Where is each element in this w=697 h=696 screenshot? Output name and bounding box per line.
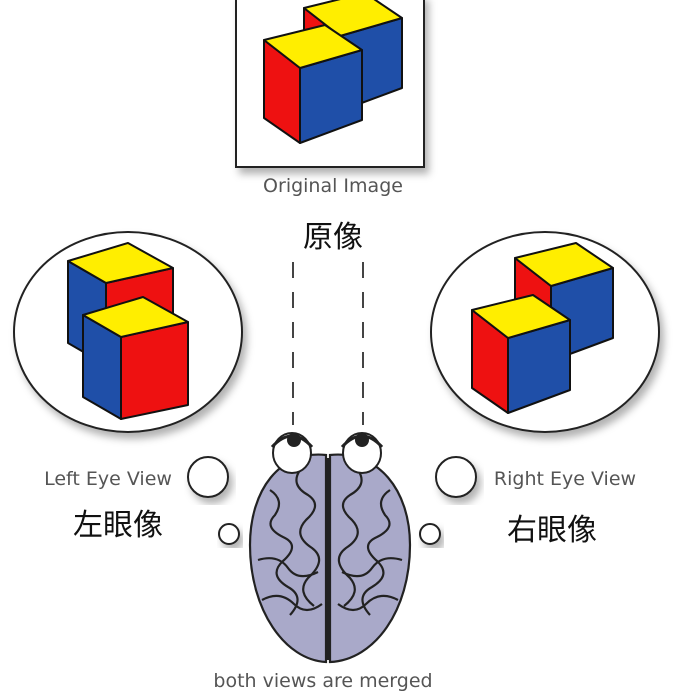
left-eye-icon [270, 432, 314, 474]
sight-lines [292, 262, 364, 425]
left-eye-view-label-cn: 左眼像 [73, 508, 163, 543]
left-eye-view-label: Left Eye View [44, 468, 172, 490]
original-image-label: Original Image [263, 175, 403, 197]
original-image-frame [235, 0, 425, 168]
right-eye-view-bubble [419, 231, 660, 545]
right-eye-view-label-cn: 右眼像 [507, 513, 597, 548]
merged-label: both views are merged [213, 670, 433, 692]
left-eye-view-bubble [13, 231, 243, 545]
right-eye-icon [340, 432, 384, 474]
brain-icon [248, 453, 412, 664]
original-image-label-cn: 原像 [303, 220, 363, 255]
right-eye-view-label: Right Eye View [493, 468, 637, 490]
